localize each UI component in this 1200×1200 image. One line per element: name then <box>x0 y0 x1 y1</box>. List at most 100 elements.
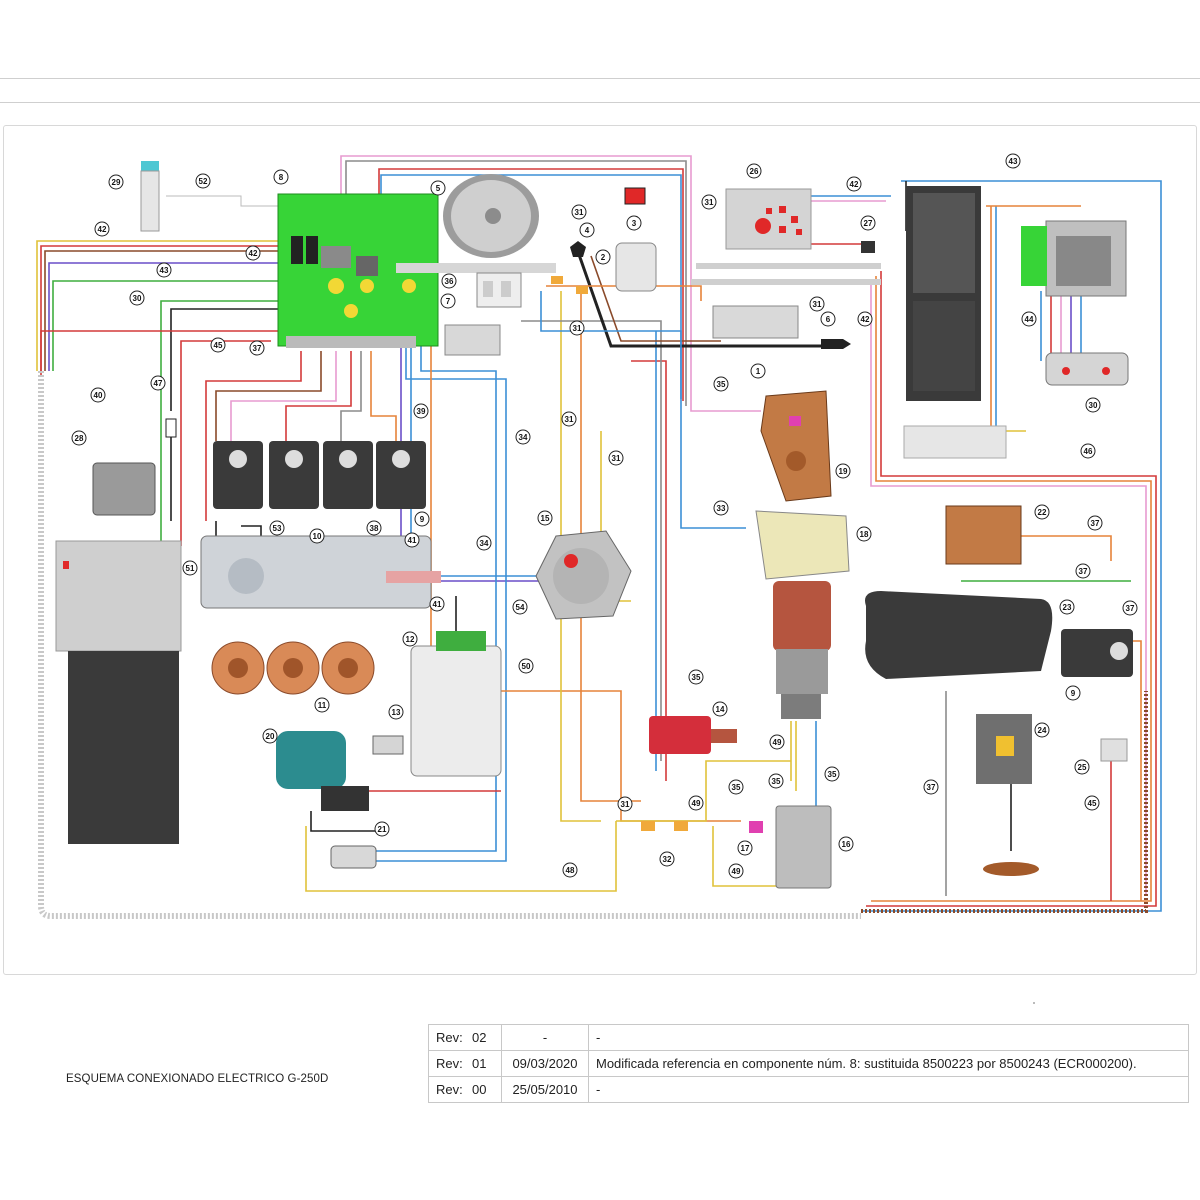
bar-top <box>696 263 881 269</box>
callout-number: 13 <box>392 708 401 717</box>
callout-38: 38 <box>366 520 382 536</box>
mains-plug <box>821 339 851 349</box>
callout-51: 51 <box>182 560 198 576</box>
callout-number: 42 <box>850 180 859 189</box>
callout-20: 20 <box>262 728 278 744</box>
callout-bubble <box>595 249 611 265</box>
callout-number: 27 <box>864 219 873 228</box>
callout-bubble <box>713 500 729 516</box>
callout-bubble <box>688 795 704 811</box>
mixer-bowls <box>211 641 375 695</box>
rev-date: - <box>501 1024 589 1051</box>
callout-bubble <box>262 728 278 744</box>
callout-34: 34 <box>476 535 492 551</box>
revision-row: Rev: 02 - - <box>428 1024 1189 1051</box>
callout-number: 23 <box>1063 603 1072 612</box>
callout-number: 28 <box>75 434 84 443</box>
door-switch <box>1100 738 1128 762</box>
top-rule-2 <box>0 102 1200 103</box>
rev-description: - <box>588 1076 1189 1103</box>
callout-number: 42 <box>98 225 107 234</box>
callout-5: 5 <box>430 180 446 196</box>
callout-number: 35 <box>828 770 837 779</box>
callout-42: 42 <box>846 176 862 192</box>
callout-number: 18 <box>860 530 869 539</box>
callout-47: 47 <box>150 375 166 391</box>
coin-validator <box>1021 220 1129 386</box>
callout-bubble <box>156 262 172 278</box>
callout-7: 7 <box>440 293 456 309</box>
callout-number: 1 <box>756 367 761 376</box>
callout-bubble <box>713 376 729 392</box>
rev-label: Rev: <box>428 1050 470 1077</box>
boiler <box>535 530 632 620</box>
callout-bubble <box>518 658 534 674</box>
callout-bubble <box>273 169 289 185</box>
rev-date: 09/03/2020 <box>501 1050 589 1077</box>
callout-9: 9 <box>1065 685 1081 701</box>
callout-bubble <box>1065 685 1081 701</box>
callout-10: 10 <box>309 528 325 544</box>
callout-number: 8 <box>279 173 284 182</box>
callout-bubble <box>430 180 446 196</box>
callout-number: 31 <box>813 300 822 309</box>
callout-number: 35 <box>732 783 741 792</box>
callout-23: 23 <box>1059 599 1075 615</box>
cabinet-panel <box>55 540 182 844</box>
callout-bubble <box>617 796 633 812</box>
callout-number: 43 <box>1009 157 1018 166</box>
callout-number: 42 <box>861 315 870 324</box>
callout-bubble <box>429 596 445 612</box>
revision-row: Rev: 00 25/05/2010 - <box>428 1076 1189 1103</box>
callout-36: 36 <box>441 273 457 289</box>
revision-row: Rev: 01 09/03/2020 Modificada referencia… <box>428 1050 1189 1077</box>
capacitor <box>615 242 657 292</box>
callout-number: 20 <box>266 732 275 741</box>
callout-bubble <box>562 862 578 878</box>
callout-number: 7 <box>446 297 451 306</box>
callout-bubble <box>388 704 404 720</box>
power-switch <box>624 187 646 205</box>
coffee-grinder <box>755 510 850 719</box>
callout-number: 30 <box>1089 401 1098 410</box>
callout-bubble <box>809 296 825 312</box>
callout-number: 11 <box>318 701 327 710</box>
rev-number: 01 <box>470 1050 502 1077</box>
callout-number: 31 <box>612 454 621 463</box>
callout-number: 14 <box>716 705 725 714</box>
callout-52: 52 <box>195 173 211 189</box>
callout-45: 45 <box>210 337 226 353</box>
callout-number: 49 <box>732 867 741 876</box>
filter-module <box>444 324 501 356</box>
callout-number: 48 <box>566 866 575 875</box>
payment-panel <box>906 186 981 401</box>
callout-number: 35 <box>692 673 701 682</box>
callout-bubble <box>512 599 528 615</box>
terminal-strip <box>396 263 556 273</box>
callout-number: 50 <box>522 662 531 671</box>
callout-bubble <box>537 510 553 526</box>
callout-bubble <box>824 766 840 782</box>
callout-number: 47 <box>154 379 163 388</box>
callout-number: 21 <box>378 825 387 834</box>
callout-37: 37 <box>249 340 265 356</box>
callout-bubble <box>856 526 872 542</box>
callout-number: 31 <box>705 198 714 207</box>
vibration-pump <box>649 716 737 754</box>
callout-bubble <box>838 836 854 852</box>
callout-bubble <box>688 669 704 685</box>
callout-bubble <box>1122 600 1138 616</box>
float <box>983 862 1039 876</box>
callout-21: 21 <box>374 821 390 837</box>
callout-29: 29 <box>108 174 124 190</box>
callout-number: 37 <box>1126 604 1135 613</box>
callout-number: 30 <box>133 294 142 303</box>
callout-26: 26 <box>746 163 762 179</box>
callout-bubble <box>737 840 753 856</box>
callout-number: 15 <box>541 514 550 523</box>
callout-42: 42 <box>245 245 261 261</box>
callout-bubble <box>923 779 939 795</box>
callout-bubble <box>768 773 784 789</box>
control-board <box>277 193 439 348</box>
callout-bubble <box>1005 153 1021 169</box>
